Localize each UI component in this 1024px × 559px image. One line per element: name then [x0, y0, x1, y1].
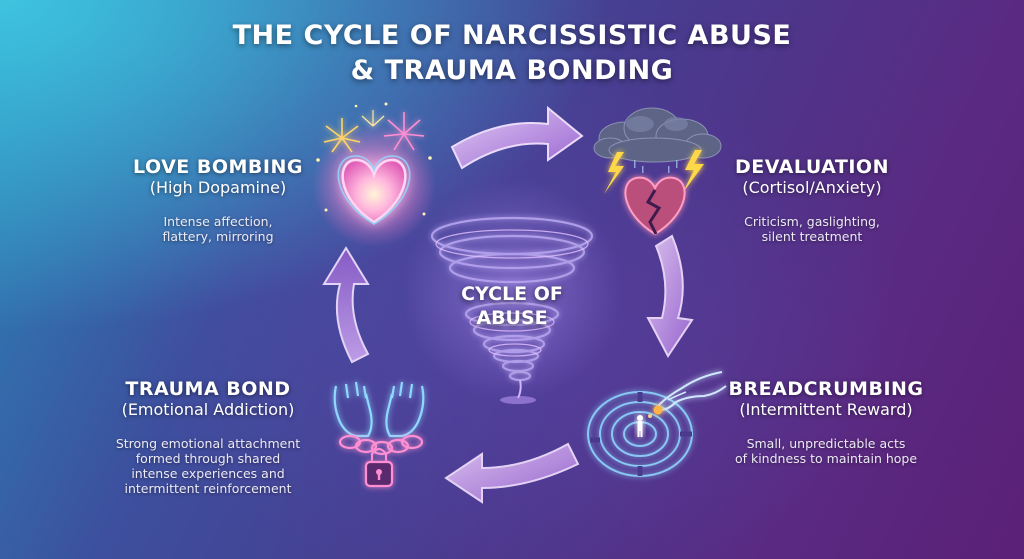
stage-trauma-bond-desc: Strong emotional attachment formed throu… [96, 436, 320, 496]
stage-love-bombing-desc: Intense affection, flattery, mirroring [118, 214, 318, 244]
broken-heart-storm-icon [593, 107, 722, 236]
desc-line: silent treatment [761, 229, 863, 244]
stage-trauma-bond: TRAUMA BOND (Emotional Addiction) Strong… [96, 378, 320, 496]
page-title-line-1: THE CYCLE OF NARCISSISTIC ABUSE [232, 20, 792, 51]
stage-trauma-bond-name: TRAUMA BOND [125, 378, 291, 400]
stage-breadcrumbing: BREADCRUMBING (Intermittent Reward) Smal… [714, 378, 938, 466]
stage-devaluation: DEVALUATION (Cortisol/Anxiety) Criticism… [712, 156, 912, 244]
desc-line: Small, unpredictable acts [746, 436, 906, 451]
desc-line: flattery, mirroring [162, 229, 274, 244]
stage-love-bombing-name: LOVE BOMBING [133, 156, 303, 178]
stage-trauma-bond-sub: (Emotional Addiction) [121, 400, 295, 419]
arrow-bottom [444, 442, 580, 504]
hand-maze-icon [587, 371, 727, 477]
desc-line: Criticism, gaslighting, [744, 214, 880, 229]
arrow-top [450, 105, 584, 170]
desc-line: intermittent reinforcement [124, 481, 292, 496]
heart-fireworks-icon [312, 102, 436, 247]
stage-breadcrumbing-name: BREADCRUMBING [728, 378, 924, 400]
stage-devaluation-sub: (Cortisol/Anxiety) [742, 178, 882, 197]
stage-devaluation-name: DEVALUATION [735, 156, 889, 178]
desc-line: intense experiences and [131, 466, 285, 481]
center-label-line-2: ABUSE [476, 307, 548, 329]
center-label: CYCLE OF ABUSE [432, 282, 592, 330]
stage-love-bombing: LOVE BOMBING (High Dopamine) Intense aff… [118, 156, 318, 244]
stage-love-bombing-sub: (High Dopamine) [149, 178, 287, 197]
stage-breadcrumbing-desc: Small, unpredictable acts of kindness to… [714, 436, 938, 466]
chained-hands-padlock-icon [333, 381, 425, 488]
desc-line: Intense affection, [163, 214, 273, 229]
center-label-line-1: CYCLE OF [461, 283, 563, 305]
tornado-icon [402, 180, 622, 404]
desc-line: of kindness to maintain hope [734, 451, 918, 466]
desc-line: Strong emotional attachment [115, 436, 301, 451]
stage-breadcrumbing-sub: (Intermittent Reward) [739, 400, 913, 419]
arrow-right [646, 234, 694, 358]
page-title-line-2: & TRAUMA BONDING [350, 55, 674, 86]
desc-line: formed through shared [135, 451, 281, 466]
stage-devaluation-desc: Criticism, gaslighting, silent treatment [712, 214, 912, 244]
arrow-left [322, 246, 370, 364]
